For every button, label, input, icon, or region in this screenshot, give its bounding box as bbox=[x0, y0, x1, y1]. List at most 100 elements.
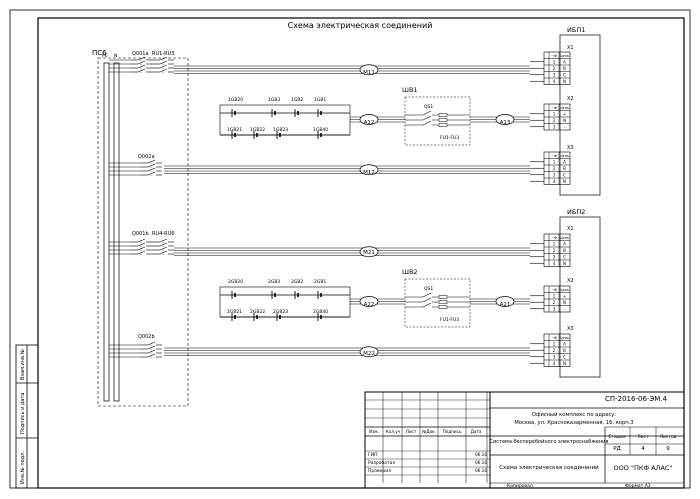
tb-stage-v3: 9 bbox=[666, 446, 670, 452]
upper-q1 bbox=[130, 56, 152, 73]
upper-cable-ret: M12 bbox=[363, 170, 375, 176]
upper-q1-blade-2 bbox=[137, 64, 146, 69]
tb-date-2: 06.16 bbox=[475, 460, 487, 465]
lower-x3-num-0: 1 bbox=[553, 341, 556, 346]
upper-x3-sig-1: B bbox=[563, 166, 566, 171]
lower-x3-num-3: 4 bbox=[553, 361, 556, 366]
lower-x3-label: X3 bbox=[567, 326, 574, 332]
upper-x3-sig-2: C bbox=[563, 172, 566, 177]
lower-x1-label: X1 bbox=[567, 226, 574, 232]
lower-x2-num-0: 1 bbox=[553, 293, 556, 298]
lower-x1-sig-0: A bbox=[563, 241, 566, 246]
lower-x3-head-0: ~Ф bbox=[551, 336, 557, 340]
upper-ups-frame bbox=[559, 34, 601, 196]
upper-x3-num-0: 1 bbox=[553, 159, 556, 164]
upper-bat-bot-1: 1GB21 bbox=[227, 127, 242, 133]
upper-sw-blade-1 bbox=[422, 115, 432, 121]
lower-q1-label: Q001b bbox=[132, 231, 149, 237]
lower-switch-label: QS1 bbox=[424, 286, 433, 292]
lower-sw-blade-0 bbox=[422, 292, 432, 298]
lower-x2-sig-0: + bbox=[563, 293, 566, 298]
lower-sw-blade-2 bbox=[422, 302, 432, 308]
upper-switchbox-name: ШВ1 bbox=[402, 86, 418, 94]
stamp-orig-inv: Инв.№ подл. bbox=[20, 451, 26, 484]
lower-bat-bot-1: 2GB21 bbox=[227, 309, 242, 315]
lower-x3-num-1: 2 bbox=[553, 348, 556, 353]
lower-batout-oval bbox=[495, 296, 515, 307]
lower-bat-top-2: 2GB3 bbox=[268, 279, 280, 285]
upper-q1-blade-1 bbox=[137, 60, 146, 65]
tb-stage-v1: РД bbox=[613, 446, 621, 452]
lower-x1-head-1: Цепь bbox=[560, 236, 569, 240]
upper-bat-bot-3: 1GB23 bbox=[273, 127, 288, 133]
upper-x1-sig-3: N bbox=[563, 79, 566, 84]
panel-name: ПС6 bbox=[92, 49, 107, 57]
upper-fuses-label: FU1-FU3 bbox=[440, 135, 459, 141]
upper-q2-blade-1 bbox=[147, 163, 156, 168]
upper-x1-sig-2: C bbox=[563, 72, 566, 77]
lower-q1-blade-1 bbox=[137, 242, 146, 247]
tb-address: Москва, ул. Красноказарменная, 16, корп.… bbox=[514, 420, 633, 426]
upper-x1-num-2: 3 bbox=[553, 72, 556, 77]
lower-ups-name: ИБП2 bbox=[567, 208, 585, 216]
upper-x1-sig-0: A bbox=[563, 59, 566, 64]
lower-feed-oval bbox=[359, 246, 379, 258]
tb-date-1: 06.16 bbox=[475, 452, 487, 457]
upper-q1-label: Q001a bbox=[132, 51, 149, 57]
lower-bat-bot-2: 2GB22 bbox=[250, 309, 265, 315]
upper-x1-label: X1 bbox=[567, 45, 574, 51]
upper-bat-top-4: 1GB1 bbox=[314, 97, 326, 103]
upper-sw-fuse-2 bbox=[438, 123, 448, 127]
lower-cable-bat-out: A21 bbox=[500, 302, 511, 308]
tb-stage-h3: Листов bbox=[660, 434, 677, 440]
lower-bat-top-3: 2GB2 bbox=[291, 279, 303, 285]
lower-rcd-blade-0 bbox=[159, 238, 168, 243]
lower-q2-blade-3 bbox=[147, 353, 156, 358]
upper-sw-frame bbox=[404, 96, 471, 146]
upper-rcd-blade-0 bbox=[159, 56, 168, 61]
tb-role-3: Проверил bbox=[368, 468, 391, 474]
upper-rcd-blade-3 bbox=[159, 68, 168, 73]
lower-q2-label: Q002b bbox=[138, 334, 155, 340]
lower-x1-num-1: 2 bbox=[553, 248, 556, 253]
lower-x3-num-2: 3 bbox=[553, 354, 556, 359]
lower-rcd-blade-1 bbox=[159, 242, 168, 247]
upper-x1-num-1: 2 bbox=[553, 66, 556, 71]
tb-drawing: Схема электрическая соединений bbox=[499, 464, 599, 471]
upper-q1-blade-0 bbox=[137, 56, 146, 61]
upper-x3-num-1: 2 bbox=[553, 166, 556, 171]
lower-rcd-blade-2 bbox=[159, 246, 168, 251]
tb-stage-h1: Стадия bbox=[608, 434, 626, 440]
tb-stage-h2: Лист bbox=[637, 434, 649, 440]
upper-x3-num-3: 4 bbox=[553, 179, 556, 184]
tb-copied: Копировал bbox=[507, 483, 533, 489]
lower-sw-frame bbox=[404, 278, 471, 328]
upper-rcd-blade-1 bbox=[159, 60, 168, 65]
lower-x1-head-0: ~Ф bbox=[551, 236, 557, 240]
upper-q2-blade-0 bbox=[147, 159, 156, 164]
lower-bat-bot-3: 2GB23 bbox=[273, 309, 288, 315]
lower-q1-blade-3 bbox=[137, 250, 146, 255]
lower-x2-head-1: Цепь bbox=[560, 288, 569, 292]
lower-sw-fuse-2 bbox=[438, 305, 448, 309]
tb-code: СП-2016-06-ЭМ.4 bbox=[605, 395, 668, 403]
upper-x1-head-0: ~Ф bbox=[551, 54, 557, 58]
upper-cable-feed: M11 bbox=[363, 70, 375, 76]
upper-q2 bbox=[140, 159, 162, 176]
lower-x3-sig-2: C bbox=[563, 354, 566, 359]
lower-x1-num-2: 3 bbox=[553, 254, 556, 259]
tb-col-2: Кол.уч bbox=[386, 429, 401, 434]
upper-switch-label: QS1 bbox=[424, 104, 433, 110]
n-label: N bbox=[114, 53, 117, 59]
lower-q1-blade-0 bbox=[137, 238, 146, 243]
upper-cable-bat-out: A13 bbox=[500, 120, 511, 126]
stamp-sign-date: Подпись и дата bbox=[20, 393, 26, 434]
lower-x2-num-2: 3 bbox=[553, 306, 556, 311]
pe-label: PE bbox=[102, 53, 108, 59]
stamp-replace-inv: Взам.инв.№ bbox=[20, 348, 26, 380]
lower-x2-sig-2: - bbox=[564, 306, 566, 311]
upper-batout-oval bbox=[495, 114, 515, 125]
lower-q2-blade-2 bbox=[147, 349, 156, 354]
